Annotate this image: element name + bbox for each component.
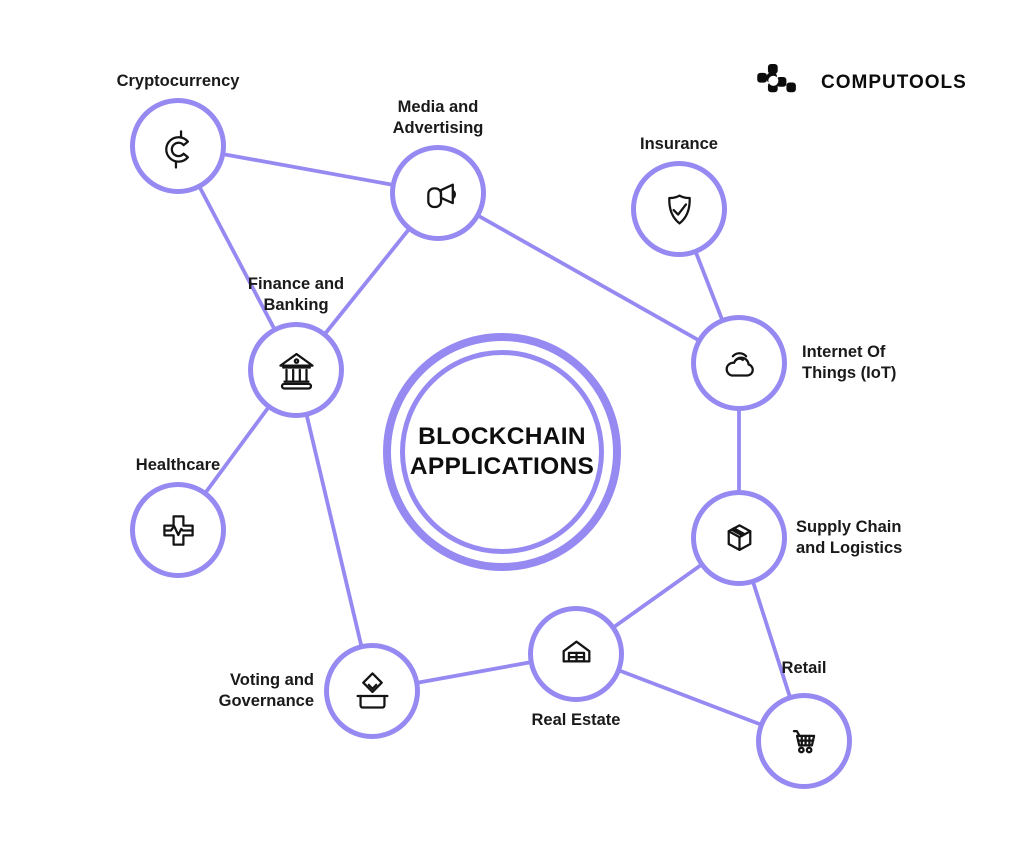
label-line: Healthcare [135, 456, 221, 474]
voting-governance-circle [324, 643, 420, 739]
finance-banking-circle [248, 322, 344, 418]
node-finance-banking: Finance and Banking [248, 275, 344, 418]
label-line: Real Estate [531, 711, 621, 729]
label-line: Things (IoT) [802, 364, 897, 382]
node-label: Cryptocurrency [117, 71, 240, 92]
label-line: Supply Chain [796, 518, 902, 536]
cloud-wifi-icon [725, 351, 754, 377]
node-retail: Retail [756, 659, 852, 789]
diagram-title-line: BLOCKCHAIN [418, 423, 586, 450]
node-voting-governance: Voting and Governance [219, 643, 420, 739]
computools-mark-icon [757, 63, 796, 93]
node-supply-chain: Supply Chain and Logistics [691, 490, 902, 586]
node-label: Real Estate [532, 710, 621, 731]
ballot-box-icon [355, 671, 389, 709]
brand-logo: COMPUTOOLS [753, 62, 967, 104]
media-advertising-circle [390, 145, 486, 241]
node-label: Healthcare [136, 455, 220, 476]
label-line: Banking [263, 296, 329, 314]
node-label: Supply Chain and Logistics [796, 517, 902, 559]
label-line: Internet Of [802, 343, 886, 361]
package-icon [727, 523, 751, 551]
node-label: Insurance [640, 134, 718, 155]
bank-icon [278, 352, 314, 390]
cryptocurrency-circle [130, 98, 226, 194]
brand-name: COMPUTOOLS [821, 72, 967, 93]
medical-cross-icon [162, 514, 194, 546]
node-healthcare: Healthcare [130, 456, 226, 578]
node-cryptocurrency: Cryptocurrency [117, 72, 239, 194]
edge-finance-banking-voting-governance [294, 369, 374, 692]
warehouse-icon [562, 640, 590, 662]
internet-of-things-circle [691, 315, 787, 411]
node-label: Voting and Governance [219, 670, 314, 712]
healthcare-circle [130, 482, 226, 578]
label-line: Advertising [392, 119, 484, 137]
label-line: Cryptocurrency [116, 72, 240, 90]
label-line: Retail [781, 659, 827, 677]
node-internet-of-things: Internet Of Things (IoT) [691, 315, 896, 411]
node-insurance: Insurance [631, 135, 727, 257]
label-line: Finance and [247, 275, 345, 293]
label-line: Media and [397, 98, 479, 116]
node-label: Media and Advertising [393, 97, 484, 139]
cent-icon [164, 129, 189, 169]
shield-check-icon [667, 193, 691, 225]
megaphone-icon [426, 183, 456, 208]
edge-media-advertising-internet-of-things [437, 191, 740, 365]
cart-icon [792, 729, 815, 753]
node-media-advertising: Media and Advertising [390, 98, 486, 241]
insurance-circle [631, 161, 727, 257]
central-circle: BLOCKCHAIN APPLICATIONS [383, 333, 621, 571]
label-line: Governance [218, 692, 314, 710]
real-estate-circle [528, 606, 624, 702]
diagram-title-line: APPLICATIONS [409, 453, 595, 480]
diagram-title: BLOCKCHAIN APPLICATIONS [391, 341, 613, 563]
node-label: Retail [782, 658, 827, 679]
label-line: Insurance [640, 135, 718, 153]
label-line: and Logistics [796, 539, 903, 557]
node-real-estate: Real Estate [528, 606, 624, 729]
retail-circle [756, 693, 852, 789]
node-label: Finance and Banking [248, 274, 344, 316]
node-label: Internet Of Things (IoT) [802, 342, 896, 384]
central-circle-inner-ring [400, 350, 604, 554]
supply-chain-circle [691, 490, 787, 586]
label-line: Voting and [229, 671, 314, 689]
